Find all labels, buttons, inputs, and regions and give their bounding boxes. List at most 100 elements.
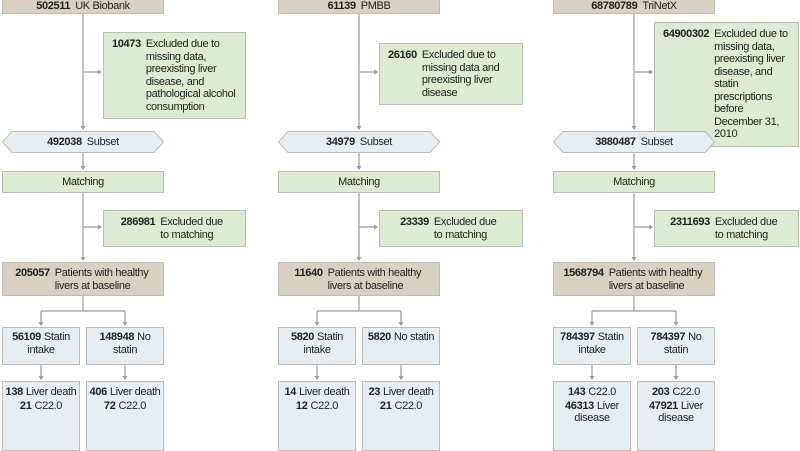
- arrow-head-icon: [356, 257, 362, 261]
- arrow-head-icon: [398, 322, 404, 326]
- matching-label: Matching: [338, 175, 380, 188]
- arrow-head-icon: [80, 166, 86, 170]
- exclusion-box: 286981 Excluded due to matching: [103, 210, 246, 247]
- arrow-head-icon: [38, 376, 44, 380]
- exclusion-reason: Excluded due to missing data, preexistin…: [714, 28, 788, 140]
- arm-count: 148948: [99, 331, 135, 343]
- arrow-head-icon: [631, 126, 637, 130]
- arm-label: Statin intake: [578, 331, 624, 356]
- outcome-count: 23: [368, 386, 380, 398]
- arrow-head-icon: [38, 322, 44, 326]
- outcome-label: C22.0: [310, 399, 339, 412]
- arrow-head-icon: [314, 322, 320, 326]
- arrow-head-icon: [649, 69, 653, 75]
- cohort-count: 68780789: [591, 0, 638, 12]
- arm-count: 784397: [650, 331, 686, 343]
- outcome-count: 12: [295, 399, 308, 412]
- matching-box: Matching: [2, 171, 164, 193]
- subset-count: 492038: [47, 136, 82, 148]
- arm-count: 784397: [560, 331, 595, 343]
- arrow-head-icon: [314, 376, 320, 380]
- arrow-head-icon: [589, 322, 595, 326]
- exclusion-count: 2311693: [670, 216, 710, 228]
- cohort-name: PMBB: [360, 0, 391, 12]
- exclusion-count: 286981: [120, 216, 156, 228]
- arm-count: 56109: [12, 331, 41, 343]
- arrow-head-icon: [356, 126, 362, 130]
- arrow-head-icon: [673, 376, 679, 380]
- outcome-label: Liver death: [298, 386, 350, 398]
- outcome-label: C22.0: [34, 399, 63, 412]
- arm-count: 5820: [290, 331, 315, 343]
- subset-text: Subset: [640, 136, 674, 148]
- arrow-head-icon: [398, 376, 404, 380]
- cohort-count: 502511: [36, 0, 71, 12]
- outcome-label: C22.0: [118, 399, 147, 412]
- outcome-label: Liver death: [25, 386, 77, 398]
- arrow-head-icon: [80, 257, 86, 261]
- arrow-head-icon: [589, 376, 595, 380]
- arm-label: Statin intake: [303, 331, 344, 356]
- baseline-count: 1568794: [563, 267, 604, 279]
- arm-label: Statin intake: [27, 331, 70, 356]
- outcome-count: 47921: [649, 399, 678, 412]
- outcome-count: 203: [652, 386, 670, 398]
- outcome-count: 14: [284, 386, 296, 398]
- outcome-count: 143: [568, 386, 586, 398]
- arrow-head-icon: [631, 257, 637, 261]
- subset-count: 34979: [326, 136, 355, 148]
- exclusion-count: 26160: [388, 49, 417, 61]
- matching-label: Matching: [613, 175, 655, 188]
- arrow-head-icon: [122, 322, 128, 326]
- arrow-head-icon: [374, 69, 378, 75]
- exclusion-reason: Excluded due to matching: [160, 216, 223, 241]
- outcome-label: C22.0: [672, 386, 700, 398]
- matching-box: Matching: [278, 171, 440, 193]
- arrow-head-icon: [356, 166, 362, 170]
- exclusion-box: 23339 Excluded due to matching: [379, 210, 523, 247]
- baseline-text: Patients with healthy livers at baseline: [608, 267, 703, 292]
- arrow-head-icon: [98, 224, 102, 230]
- exclusion-reason: Excluded due to matching: [433, 216, 497, 241]
- outcome-label: Liver death: [109, 386, 161, 398]
- arrow-head-icon: [649, 224, 653, 230]
- arrow-head-icon: [374, 224, 378, 230]
- outcome-label: C22.0: [588, 386, 616, 398]
- exclusion-count: 64900302: [663, 28, 710, 40]
- arm-count: 5820: [367, 331, 391, 343]
- exclusion-count: 23339: [400, 216, 429, 228]
- outcome-label: C22.0: [394, 399, 423, 412]
- outcome-count: 138: [5, 386, 24, 398]
- connector-lines: [38, 14, 679, 380]
- matching-label: Matching: [62, 175, 104, 188]
- arrow-head-icon: [122, 376, 128, 380]
- exclusion-reason: Excluded due to missing data and preexis…: [421, 49, 500, 99]
